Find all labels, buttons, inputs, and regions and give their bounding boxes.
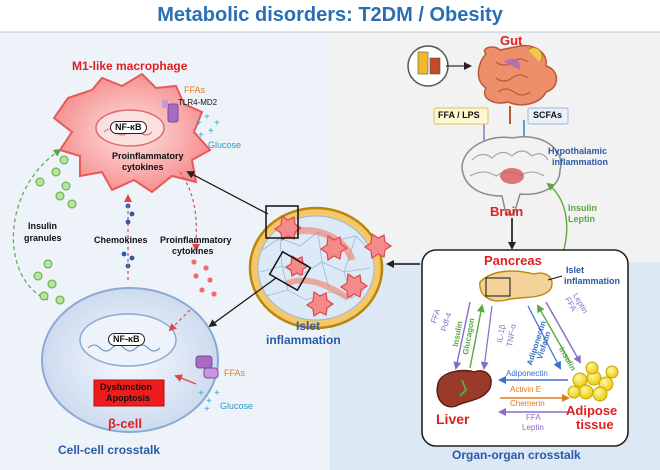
insulin-granules (33, 155, 77, 305)
macrophage-title: M1-like macrophage (72, 59, 188, 73)
adipose-label-2: tissue (576, 417, 614, 432)
ffas-label-macrophage: FFAs (184, 85, 206, 95)
nfkb-badge-macrophage: NF-κB (110, 121, 147, 134)
svg-text:+: + (208, 126, 214, 137)
ffa-lps-box (433, 107, 489, 125)
apoptosis-label: Apoptosis (106, 393, 150, 403)
svg-text:+: + (214, 388, 220, 399)
pancreas (479, 270, 553, 302)
glucose-marks-beta: ++++ (198, 388, 220, 415)
svg-text:+: + (198, 388, 204, 399)
svg-text:+: + (196, 118, 202, 129)
liver (436, 369, 492, 408)
gut-label: Gut (500, 33, 523, 48)
insulin-label: Insulin (28, 221, 57, 231)
ffa-label-bottom: FFA (526, 413, 541, 422)
islet-label-right-2: inflammation (564, 276, 621, 286)
ffa-lps-label: FFA / LPS (438, 110, 480, 120)
hypothalamic-label: Hypothalamic (548, 146, 608, 156)
nfkb-badge-beta: NF-κB (108, 333, 145, 346)
hypothalamic-inflammation-label: inflammation (552, 157, 609, 167)
svg-text:+: + (214, 118, 220, 129)
islet-label-line2: inflammation (266, 333, 341, 347)
adipose (567, 361, 619, 402)
dysfunction-box (93, 379, 165, 407)
svg-text:+: + (204, 112, 210, 123)
islet-macrophages (273, 214, 393, 318)
dysfunction-label: Dysfunction (100, 382, 153, 392)
organ-organ-footer: Organ-organ crosstalk (452, 448, 581, 462)
svg-text:+: + (206, 396, 212, 407)
islet-label-line1: Islet (296, 319, 321, 333)
adiponectin-label: Adiponectin (506, 369, 548, 378)
figure-title: Metabolic disorders: T2DM / Obesity (157, 4, 503, 26)
zoom-box-beta (268, 250, 312, 292)
scfas-label: SCFAs (533, 110, 563, 120)
brain-label: Brain (490, 204, 524, 219)
zoom-box-macrophage (265, 205, 299, 239)
glucose-label-macrophage: Glucose (208, 140, 242, 150)
glucose-marks-macrophage: +++++ (196, 112, 220, 141)
insulin-label-brain: Insulin (568, 203, 597, 213)
leptin-label-bottom: Leptin (522, 423, 544, 432)
activin-e-label: Activin E (510, 385, 542, 394)
svg-text:+: + (204, 404, 210, 415)
islet-label-right-1: Islet (566, 265, 585, 275)
pancreas-label: Pancreas (484, 253, 542, 268)
beta-cell-label: β-cell (108, 416, 142, 431)
tlr4-label: TLR4-MD2 (178, 98, 218, 107)
proinflammatory-label-2: Proinflammatory (160, 235, 232, 245)
proinflammatory-label: Proinflammatory (112, 151, 184, 161)
cytokine-dots (191, 259, 217, 297)
chemokines-label: Chemokines (94, 235, 148, 245)
scfas-box (527, 107, 569, 125)
chemerin-label: Chemerin (510, 399, 545, 408)
cytokines-label-2: cytokines (172, 246, 214, 256)
granules-label: granules (24, 233, 62, 243)
cytokines-label: cytokines (122, 162, 164, 172)
chemokine-dots (121, 203, 135, 269)
tlr4-receptor (167, 103, 179, 123)
svg-text:+: + (198, 130, 204, 141)
adipose-label-1: Adipose (566, 403, 618, 418)
cell-cell-footer: Cell-cell crosstalk (58, 443, 161, 457)
liver-label: Liver (436, 411, 470, 427)
ffas-label-beta: FFAs (224, 368, 246, 378)
leptin-label-brain: Leptin (568, 214, 595, 224)
ffa-transporter (195, 355, 213, 369)
glucose-label-beta: Glucose (220, 401, 254, 411)
